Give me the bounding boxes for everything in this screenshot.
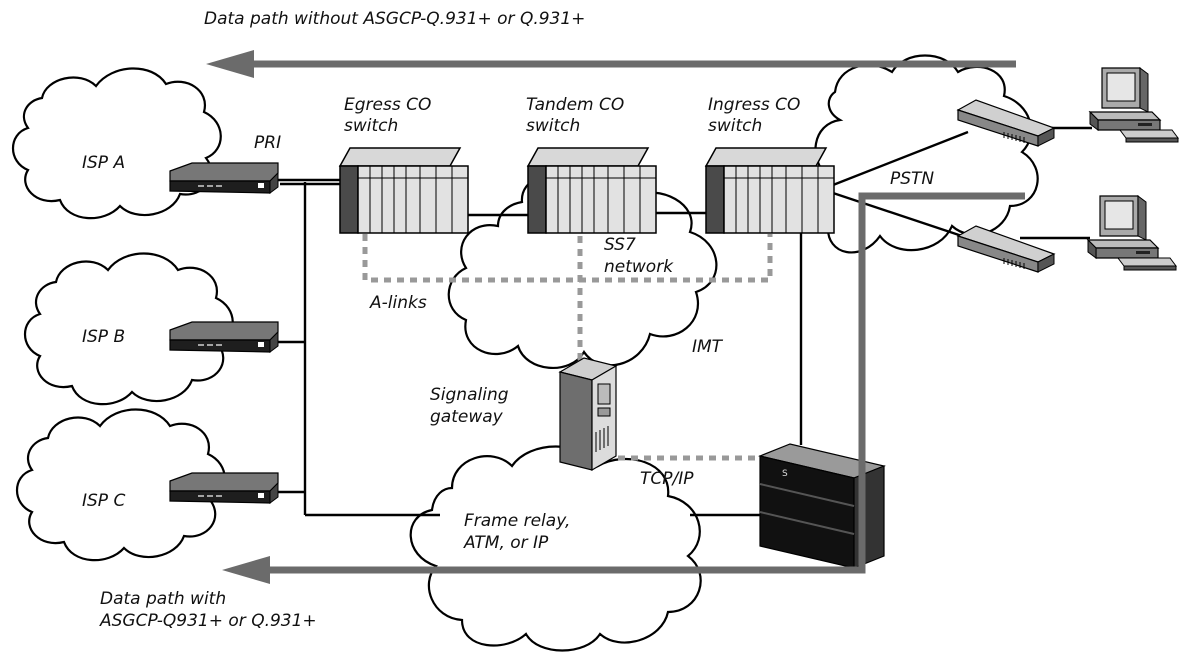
top-path-label: Data path without ASGCP-Q.931+ or Q.931+	[204, 9, 585, 29]
bottom-path-line2: ASGCP-Q931+ or Q.931+	[99, 611, 317, 631]
tandem-label-line1: Tandem CO	[526, 95, 624, 115]
tandem-co-switch-icon	[527, 147, 657, 234]
isp-c-access-device-icon	[169, 472, 279, 504]
computer-top-icon	[1089, 67, 1179, 143]
tandem-label-line2: switch	[526, 116, 580, 136]
computer-bottom-icon	[1087, 195, 1177, 271]
egress-label-line1: Egress CO	[344, 95, 431, 115]
ingress-label-line2: switch	[708, 116, 762, 136]
isp-b-label: ISP B	[82, 327, 125, 347]
imt-label: IMT	[692, 337, 724, 357]
svg-text:S: S	[782, 469, 788, 479]
ingress-label-line1: Ingress CO	[708, 95, 800, 115]
signaling-gateway-line2: gateway	[430, 407, 504, 427]
pstn-label: PSTN	[890, 169, 934, 189]
isp-a-cloud	[12, 67, 222, 220]
isp-c-label: ISP C	[82, 491, 125, 511]
egress-co-switch-icon	[339, 147, 469, 234]
ss7-label-line2: network	[604, 257, 674, 277]
pri-label: PRI	[254, 133, 281, 153]
data-path-without	[206, 50, 1016, 78]
egress-label-line2: switch	[344, 116, 398, 136]
ss7-label-line1: SS7	[604, 235, 636, 255]
isp-c-cloud	[16, 408, 226, 562]
isp-a-access-device-icon	[169, 162, 279, 194]
isp-b-cloud	[24, 252, 234, 406]
frame-relay-line2: ATM, or IP	[463, 533, 549, 553]
ingress-co-switch-icon	[705, 147, 835, 234]
physical-links	[276, 126, 1092, 517]
data-path-with	[222, 192, 1025, 584]
bottom-path-line1: Data path with	[100, 589, 226, 609]
signaling-gateway-icon	[558, 357, 618, 472]
signaling-gateway-line1: Signaling	[430, 385, 509, 405]
signaling-links	[362, 234, 773, 461]
frame-relay-line1: Frame relay,	[464, 511, 570, 531]
a-links-label: A-links	[369, 293, 427, 313]
isp-b-access-device-icon	[169, 321, 279, 353]
tcpip-label: TCP/IP	[640, 469, 694, 489]
isp-a-label: ISP A	[82, 153, 125, 173]
modem-bottom-icon	[957, 225, 1055, 273]
